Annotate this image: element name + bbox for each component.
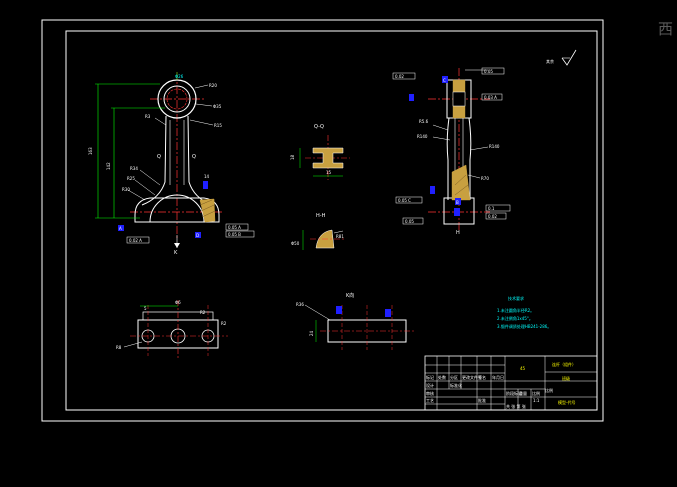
- tb-row2-label-3: 重量: [519, 390, 527, 396]
- tb-row3-label-0: 审核: [426, 390, 434, 396]
- dim-d50: Φ50: [291, 241, 300, 246]
- datum-marker-d: [195, 232, 201, 238]
- tech-req-title: 技术要求: [508, 295, 524, 301]
- datum-marker-k-2: [385, 309, 391, 317]
- dim-r3: R3: [145, 114, 151, 119]
- datum-marker-k-1: [336, 306, 342, 314]
- datum-marker-side-4: [454, 208, 460, 216]
- dim-r2-top: R2: [200, 310, 206, 315]
- corner-char: 西: [657, 20, 673, 38]
- roughness-note: 其余: [546, 58, 554, 64]
- tol-side-4: 0.05 C: [398, 198, 411, 203]
- view-k-title: K向: [346, 292, 354, 299]
- tb-row3-label-1: 工艺: [426, 398, 434, 403]
- dim-r140b: R140: [489, 144, 500, 149]
- datum-marker-a: [118, 225, 124, 231]
- tech-requirements: 技术要求 1.未注圆角半径R2。 2.未注倒角1x45°。 3.锻件调质处理HB…: [497, 295, 551, 329]
- label-k: K: [174, 250, 178, 256]
- dim-14: 14: [204, 174, 210, 179]
- label-a: A: [119, 226, 122, 231]
- tb-name: 连杆（组件）: [552, 361, 576, 367]
- tb-row-label-2: 分区: [450, 374, 458, 380]
- dim-5: 5: [144, 306, 147, 311]
- tb-row-label-3: 更改文件号: [462, 374, 482, 380]
- tb-drawing-no: 模型-代号: [558, 399, 575, 405]
- tb-sheet: 共 张 第 张: [506, 403, 526, 409]
- tb-material: 45: [520, 366, 526, 371]
- tech-req-line-3: 3.锻件调质处理HB241-286。: [497, 323, 551, 329]
- tb-row2-label-4: 比例: [532, 390, 540, 396]
- dim-d6: Φ6: [175, 300, 181, 305]
- dim-163: 163: [88, 147, 93, 155]
- dim-d26: Φ26: [175, 74, 184, 79]
- dim-r25: R25: [127, 176, 135, 181]
- dim-r56: R5.6: [419, 119, 429, 124]
- bottom-left-view: 5 Φ6 R2 R2 R8: [116, 300, 228, 360]
- dim-r34: R34: [130, 166, 138, 171]
- label-h: H: [456, 230, 460, 236]
- tb-company: 班级: [562, 375, 570, 381]
- tb-row2-label-2: 阶段标记: [506, 390, 522, 396]
- tb-row-label-5: 年月日: [492, 374, 504, 380]
- dim-r8: R8: [116, 345, 122, 350]
- tech-req-line-2: 2.未注倒角1x45°。: [497, 315, 533, 321]
- section-qq: Q-Q 18 15: [290, 124, 350, 180]
- tb-scale-label: 比例: [545, 387, 553, 393]
- dim-r30: R30: [122, 187, 130, 192]
- inner-frame: [65, 30, 598, 411]
- tol-2: 0.05 A: [228, 225, 241, 230]
- outer-frame: [41, 19, 604, 422]
- dim-r15: R15: [214, 123, 222, 128]
- section-qq-title: Q-Q: [314, 124, 324, 130]
- tb-row2-label-1: 标准化: [450, 382, 462, 388]
- dim-r20: R20: [209, 83, 217, 88]
- tol-side-3: 0.03 A: [484, 95, 497, 100]
- tol-3: 0.05 B: [228, 232, 241, 237]
- tb-row-label-4: 签名: [478, 374, 486, 380]
- tb-row2-label-0: 设计: [426, 382, 434, 388]
- datum-marker-b: [455, 198, 461, 205]
- dim-24: 24: [309, 330, 314, 336]
- dim-d35: Φ35: [213, 104, 222, 109]
- dim-15: 15: [326, 170, 332, 175]
- section-hh-title: H-H: [316, 213, 326, 219]
- dim-r70: R70: [481, 176, 489, 181]
- label-b: B: [456, 200, 459, 205]
- section-hh: H-H Φ50 R81: [291, 213, 345, 250]
- side-view: 0.02 0.05 0.03 A 0.05 C 0.1 0.02 0.05 R5…: [392, 67, 511, 236]
- label-q-right: Q: [192, 154, 196, 160]
- dim-r36: R36: [296, 302, 304, 307]
- dim-r140a: R140: [417, 134, 428, 139]
- tol-side-2: 0.05: [484, 69, 493, 74]
- tol-side-5: 0.1: [488, 206, 495, 211]
- datum-marker-side-3: [430, 186, 435, 194]
- tol-side-1: 0.02: [395, 74, 404, 79]
- label-c: C: [443, 78, 446, 83]
- dim-142: 142: [106, 162, 111, 170]
- dim-r2: R2: [221, 321, 227, 326]
- label-d: D: [196, 233, 199, 238]
- dim-18: 18: [290, 154, 295, 160]
- title-block: 45 连杆（组件） 班级 模型-代号 标记 处数 分区 更改文件号 签名 年月日…: [424, 355, 598, 411]
- tb-scale-value: 1:1: [533, 398, 540, 403]
- tol-side-7: 0.05: [405, 219, 414, 224]
- tol-side-6: 0.02: [488, 214, 497, 219]
- tech-req-line-1: 1.未注圆角半径R2。: [497, 307, 534, 313]
- label-q-left: Q: [157, 154, 161, 160]
- datum-marker-3: [203, 181, 208, 189]
- datum-marker-side-5: [409, 94, 414, 101]
- tb-row-label-1: 处数: [438, 374, 446, 380]
- datum-marker-c: [442, 76, 448, 83]
- dim-r81: R81: [336, 234, 344, 239]
- tb-row-label-0: 标记: [426, 374, 434, 380]
- main-view: Φ26 R20 Φ35 R15 R3 R34 R25 R30 163 142 1…: [88, 72, 255, 256]
- roughness-symbol: 其余: [546, 49, 577, 66]
- view-k: K向 R36 24: [296, 292, 415, 350]
- tb-row3-label-2: 批准: [478, 397, 486, 403]
- tol-1: 0.02 A: [129, 238, 142, 243]
